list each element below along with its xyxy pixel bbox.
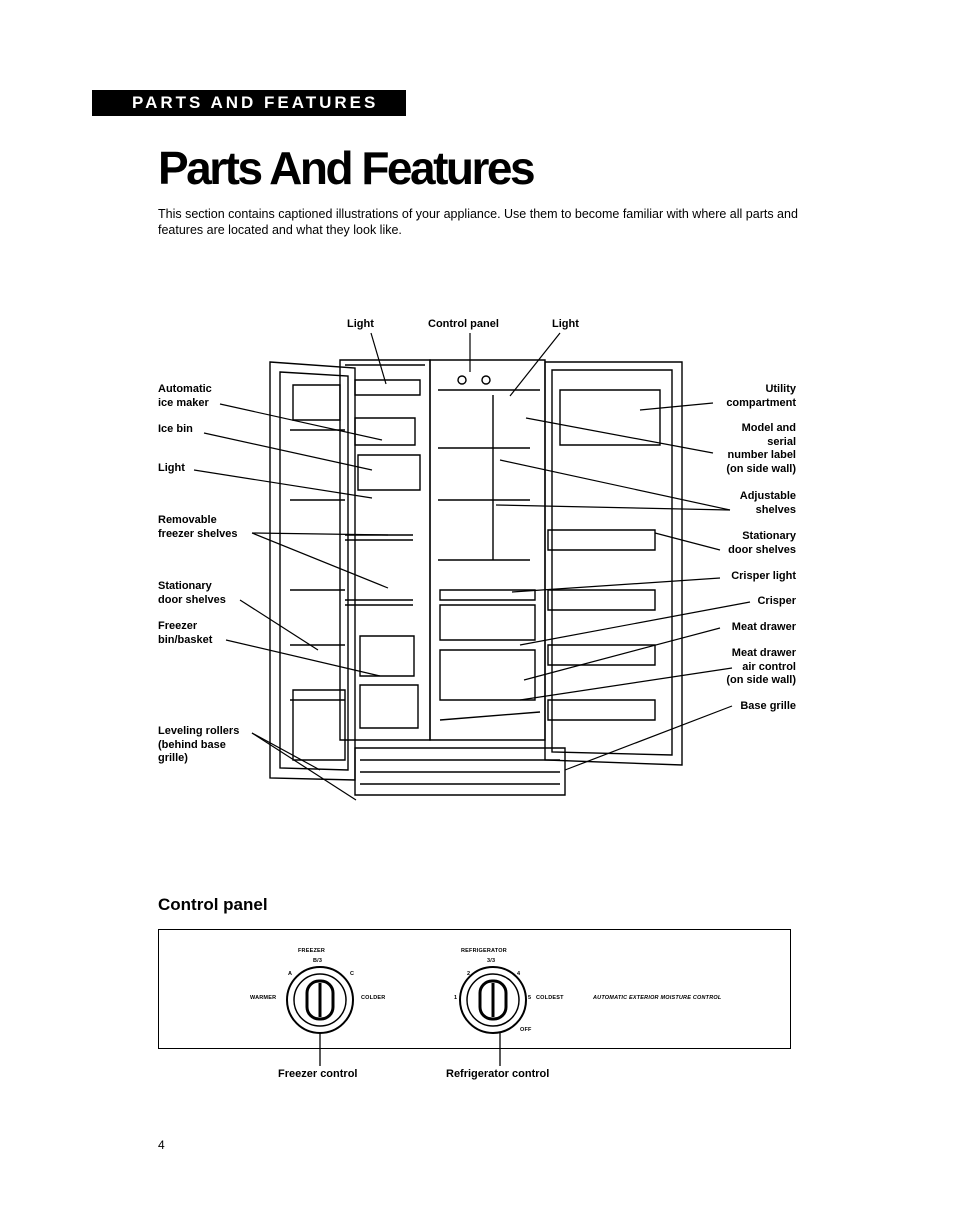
- label-control-panel: Control panel: [428, 318, 499, 330]
- label-utility-compartment: Utility compartment: [726, 383, 796, 409]
- freezer-dial-colder: COLDER: [361, 995, 386, 1001]
- intro-paragraph: This section contains captioned illustra…: [158, 207, 798, 237]
- page-number: 4: [158, 1138, 165, 1152]
- label-model-serial: Model and serial number label (on side w…: [726, 422, 796, 475]
- label-base-grille: Base grille: [740, 700, 796, 712]
- freezer-control-caption: Freezer control: [278, 1068, 358, 1080]
- label-adjustable-shelves: Adjustable shelves: [739, 490, 796, 516]
- label-freezer-bin-basket: Freezer bin/basket: [158, 620, 213, 646]
- freezer-dial-warmer: WARMER: [250, 995, 277, 1001]
- label-light-left: Light: [347, 318, 374, 330]
- fridge-dial-num-5: 5: [528, 995, 532, 1001]
- fridge-dial-coldest: COLDEST: [536, 995, 564, 1001]
- section-header-bar: PARTS AND FEATURES: [92, 90, 406, 116]
- label-light-right: Light: [552, 318, 579, 330]
- freezer-dial-letter-c: C: [350, 971, 355, 977]
- freezer-dial-title: FREEZER: [298, 948, 326, 954]
- freezer-dial-letter-a: A: [288, 971, 293, 977]
- label-ice-bin: Ice bin: [158, 423, 193, 435]
- fridge-dial-num-4: 4: [517, 971, 521, 977]
- control-panel-box: [158, 929, 791, 1049]
- fridge-dial-top: 3/3: [487, 958, 496, 964]
- fridge-dial-off: OFF: [520, 1027, 532, 1033]
- fridge-dial-num-2: 2: [467, 971, 471, 977]
- label-meat-drawer: Meat drawer: [731, 621, 796, 633]
- fridge-dial-title: REFRIGERATOR: [461, 948, 507, 954]
- control-panel-heading: Control panel: [158, 895, 268, 914]
- label-crisper-light: Crisper light: [731, 570, 796, 582]
- label-stationary-door-shelves-right: Stationary door shelves: [728, 530, 796, 556]
- label-stationary-door-shelves-left: Stationary door shelves: [158, 580, 226, 606]
- label-leveling-rollers: Leveling rollers (behind base grille): [158, 725, 240, 764]
- label-removable-freezer-shelves: Removable freezer shelves: [158, 514, 238, 540]
- label-automatic-ice-maker: Automatic ice maker: [158, 383, 212, 409]
- label-meat-drawer-air-control: Meat drawer air control (on side wall): [726, 647, 796, 686]
- freezer-dial-top: B/3: [313, 958, 323, 964]
- moisture-control-label: AUTOMATIC EXTERIOR MOISTURE CONTROL: [593, 995, 722, 1001]
- page-title: Parts And Features: [158, 142, 536, 194]
- label-light: Light: [158, 462, 185, 474]
- fridge-dial-num-1: 1: [454, 995, 458, 1001]
- refrigerator-control-caption: Refrigerator control: [446, 1068, 550, 1080]
- label-crisper: Crisper: [757, 595, 796, 607]
